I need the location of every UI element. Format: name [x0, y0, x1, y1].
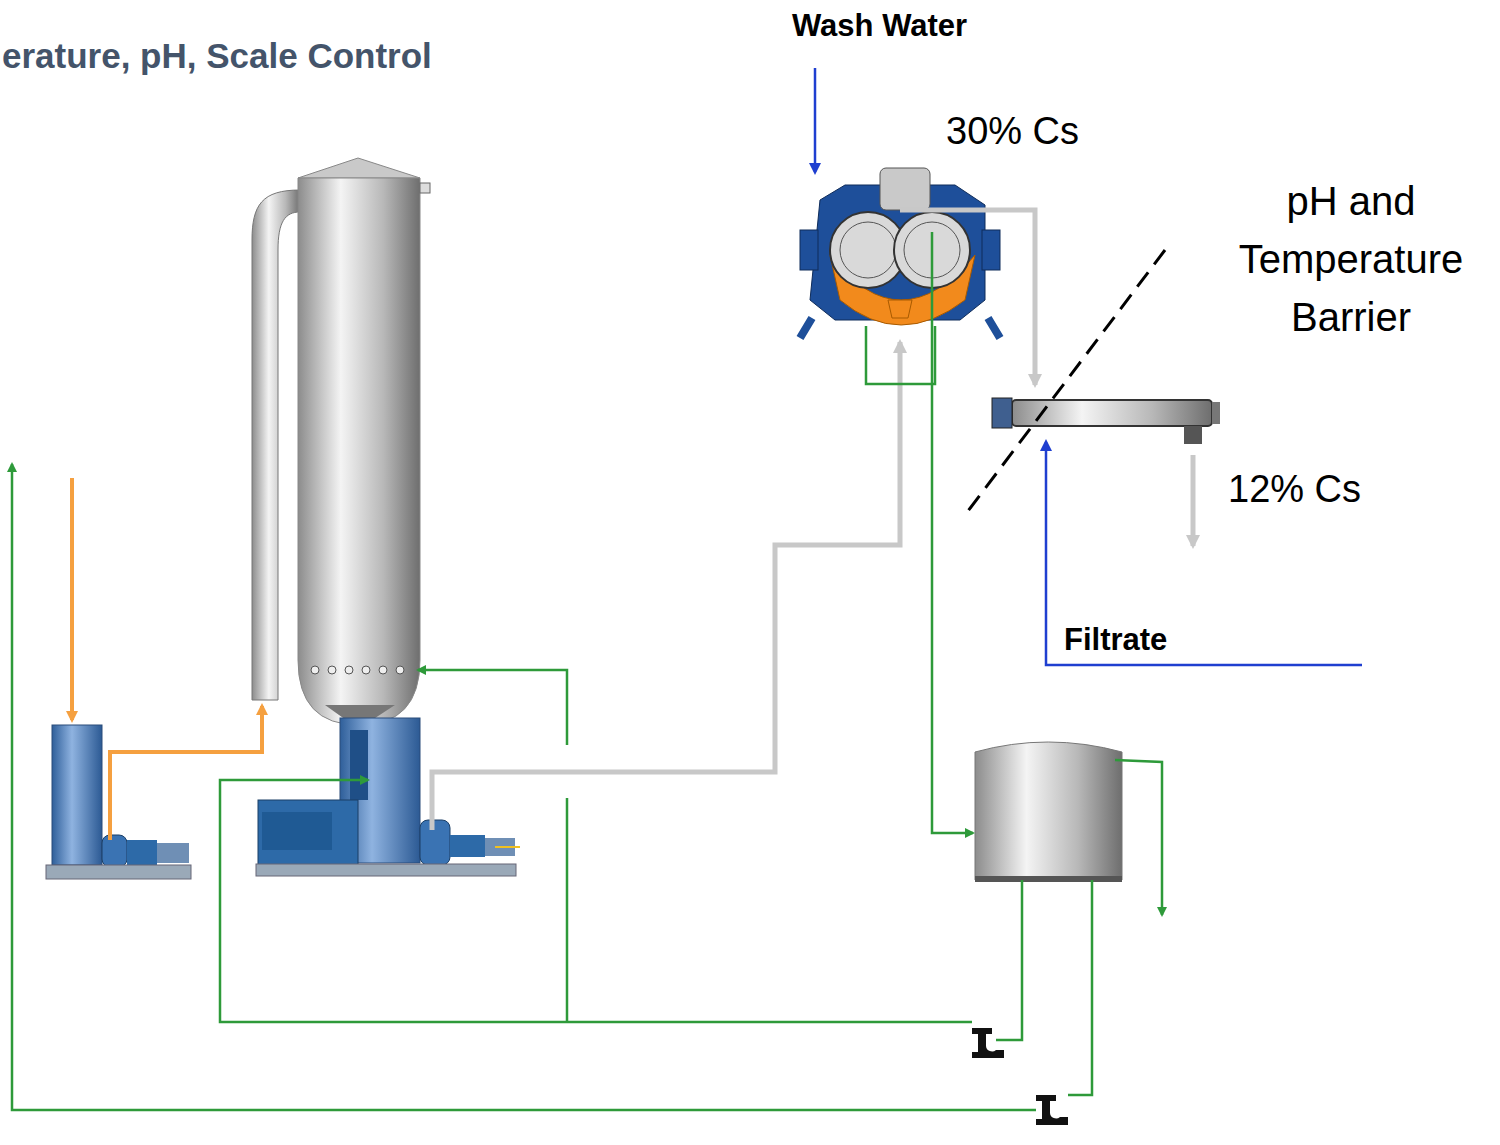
- tower-base: [258, 800, 358, 865]
- stream-label: Filtrate: [1064, 622, 1167, 658]
- water-line: [814, 68, 817, 172]
- mix-tank: [127, 840, 157, 865]
- filtrate-line: [12, 464, 1036, 1110]
- vessel-nozzles: [311, 666, 404, 674]
- tower-vessel: [298, 158, 420, 178]
- mix-tank: [102, 835, 127, 867]
- tower-base: [495, 846, 520, 848]
- tower-vessel: [298, 178, 420, 725]
- tower-base: [350, 730, 368, 800]
- filtrate-line: [866, 326, 935, 384]
- barrier-line: [965, 250, 1165, 515]
- feed-line: [72, 478, 262, 840]
- vessel-nozzles: [311, 666, 319, 674]
- vessel-nozzles: [362, 666, 370, 674]
- screw-conveyor: [1184, 426, 1202, 444]
- filtrate-tank: [975, 876, 1122, 882]
- slide-title: erature, pH, Scale Control: [2, 36, 432, 76]
- mix-tank: [157, 843, 189, 863]
- transfer-pump: [1036, 1095, 1068, 1125]
- filtrate-line: [996, 880, 1022, 1040]
- water-line: [815, 68, 1362, 665]
- filtrate-tank: [975, 742, 1122, 882]
- filtrate-line: [1068, 880, 1092, 1095]
- feed-line: [70, 478, 74, 720]
- screw-conveyor: [1212, 402, 1220, 424]
- vessel-nozzles: [345, 666, 353, 674]
- pulp-line: [432, 210, 1193, 830]
- twin-roll-press: [800, 230, 818, 270]
- water-line: [1046, 442, 1362, 665]
- screw-conveyor: [992, 398, 1220, 444]
- barrier-label: pH and Temperature Barrier: [1206, 172, 1496, 346]
- twin-roll-press: [880, 168, 930, 210]
- tower-vessel: [252, 158, 430, 725]
- mix-tank: [46, 865, 191, 879]
- tower-base: [450, 835, 485, 857]
- twin-roll-press: [800, 168, 1000, 338]
- tower-base: [420, 820, 450, 865]
- tower-base: [256, 864, 516, 876]
- filtrate-line: [932, 232, 973, 833]
- vessel-nozzles: [379, 666, 387, 674]
- screw-conveyor: [992, 398, 1012, 428]
- pulp-line: [1191, 455, 1196, 546]
- tower-vessel: [420, 183, 430, 193]
- consistency-label: 12% Cs: [1228, 468, 1361, 511]
- filtrate-tank: [975, 742, 1122, 880]
- vessel-nozzles: [328, 666, 336, 674]
- mix-tank: [52, 725, 102, 865]
- pulp-line: [900, 210, 1035, 385]
- transfer-pump: [972, 1028, 1004, 1058]
- stream-label: Wash Water: [792, 8, 967, 44]
- tower-base: [262, 812, 332, 850]
- twin-roll-press: [800, 318, 1000, 338]
- twin-roll-press: [888, 300, 912, 318]
- filtrate-line: [566, 798, 569, 1022]
- feed-line: [110, 706, 262, 840]
- filtrate-line: [1115, 760, 1162, 915]
- pulp-line: [432, 342, 900, 830]
- filtrate-line: [12, 232, 1162, 1110]
- twin-roll-press: [982, 230, 1000, 270]
- filtrate-line: [418, 670, 567, 745]
- filtrate-line: [220, 780, 972, 1022]
- mix-tank: [46, 725, 191, 879]
- tower-vessel: [252, 190, 300, 700]
- tower-base: [256, 718, 520, 876]
- consistency-label: 30% Cs: [946, 110, 1079, 153]
- twin-roll-press: [840, 222, 896, 278]
- vessel-nozzles: [396, 666, 404, 674]
